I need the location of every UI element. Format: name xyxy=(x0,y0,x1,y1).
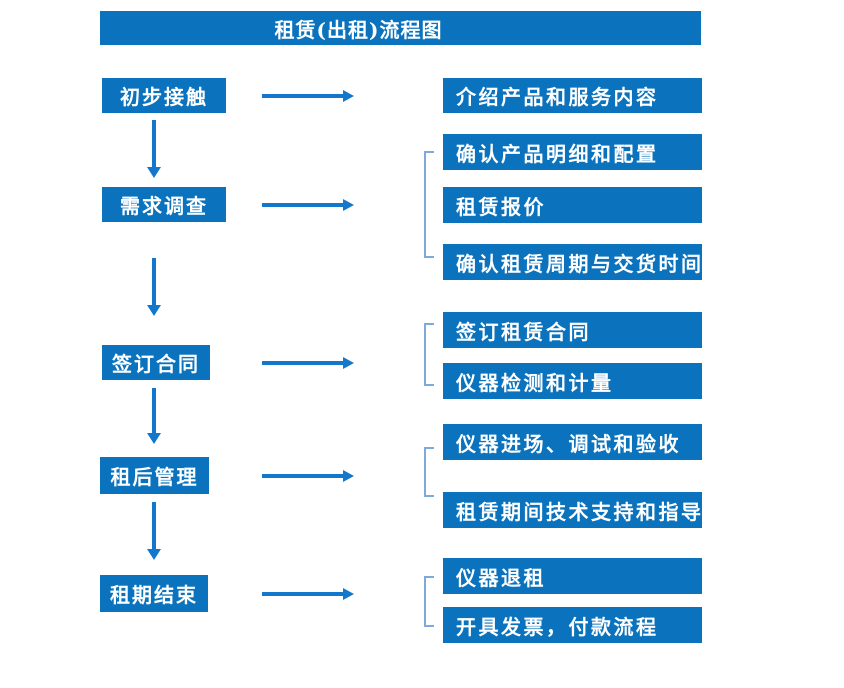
step-box-initial-contact: 初步接触 xyxy=(102,78,226,113)
flowchart-title: 租赁(出租)流程图 xyxy=(274,17,443,42)
detail-box-rental-quote: 租赁报价 xyxy=(443,187,702,223)
flowchart-title-bar: 租赁(出租)流程图 xyxy=(100,11,701,45)
detail-label: 租赁报价 xyxy=(456,194,546,219)
step-label: 初步接触 xyxy=(120,85,208,109)
detail-label: 仪器进场、调试和验收 xyxy=(456,431,681,456)
detail-box-introduce-products: 介绍产品和服务内容 xyxy=(443,78,702,113)
detail-box-sign-rental-contract: 签订租赁合同 xyxy=(443,312,702,348)
arrow-shaft xyxy=(152,120,156,167)
arrow-shaft xyxy=(262,360,343,365)
detail-label: 仪器检测和计量 xyxy=(456,370,614,395)
arrow-head xyxy=(147,305,161,316)
detail-box-instrument-return: 仪器退租 xyxy=(443,558,702,594)
right-arrow-icon xyxy=(262,587,354,600)
arrow-head xyxy=(147,549,161,560)
step-box-post-rental-management: 租后管理 xyxy=(100,457,209,494)
arrow-head xyxy=(147,167,161,178)
step-label: 需求调查 xyxy=(120,194,208,218)
arrow-shaft xyxy=(262,591,343,596)
step-label: 租期结束 xyxy=(110,583,198,607)
arrow-head xyxy=(343,89,354,102)
detail-label: 介绍产品和服务内容 xyxy=(456,85,659,109)
arrow-head xyxy=(343,469,354,482)
arrow-shaft xyxy=(262,202,343,207)
right-arrow-icon xyxy=(262,356,354,369)
detail-box-invoice-payment: 开具发票，付款流程 xyxy=(443,607,702,643)
step-box-rental-end: 租期结束 xyxy=(100,575,208,612)
detail-label: 租赁期间技术支持和指导 xyxy=(456,499,704,524)
detail-box-confirm-product-config: 确认产品明细和配置 xyxy=(443,134,702,170)
bracket-connector xyxy=(424,447,434,497)
arrow-head xyxy=(147,433,161,444)
detail-box-tech-support: 租赁期间技术支持和指导 xyxy=(443,492,702,528)
step-box-sign-contract: 签订合同 xyxy=(102,345,210,380)
down-arrow-icon xyxy=(147,388,161,444)
arrow-shaft xyxy=(262,93,343,98)
detail-box-instrument-setup-acceptance: 仪器进场、调试和验收 xyxy=(443,424,702,460)
step-box-demand-survey: 需求调查 xyxy=(102,187,226,222)
arrow-shaft xyxy=(262,473,343,478)
step-label: 签订合同 xyxy=(112,352,200,376)
down-arrow-icon xyxy=(147,120,161,178)
detail-box-instrument-test-calibration: 仪器检测和计量 xyxy=(443,363,702,399)
detail-box-confirm-period-delivery: 确认租赁周期与交货时间 xyxy=(443,244,702,280)
detail-label: 仪器退租 xyxy=(456,565,546,590)
bracket-connector xyxy=(424,151,434,258)
down-arrow-icon xyxy=(147,502,161,560)
arrow-head xyxy=(343,198,354,211)
step-label: 租后管理 xyxy=(110,465,199,489)
detail-label: 开具发票，付款流程 xyxy=(456,614,659,639)
bracket-connector xyxy=(424,576,434,627)
down-arrow-icon xyxy=(147,258,161,316)
arrow-head xyxy=(343,587,354,600)
arrow-head xyxy=(343,356,354,369)
right-arrow-icon xyxy=(262,198,354,211)
bracket-connector xyxy=(424,323,434,386)
arrow-shaft xyxy=(152,258,156,305)
arrow-shaft xyxy=(152,502,156,549)
detail-label: 确认产品明细和配置 xyxy=(456,141,659,166)
detail-label: 签订租赁合同 xyxy=(456,319,591,344)
right-arrow-icon xyxy=(262,89,354,102)
arrow-shaft xyxy=(152,388,156,433)
right-arrow-icon xyxy=(262,469,354,482)
detail-label: 确认租赁周期与交货时间 xyxy=(456,251,704,276)
